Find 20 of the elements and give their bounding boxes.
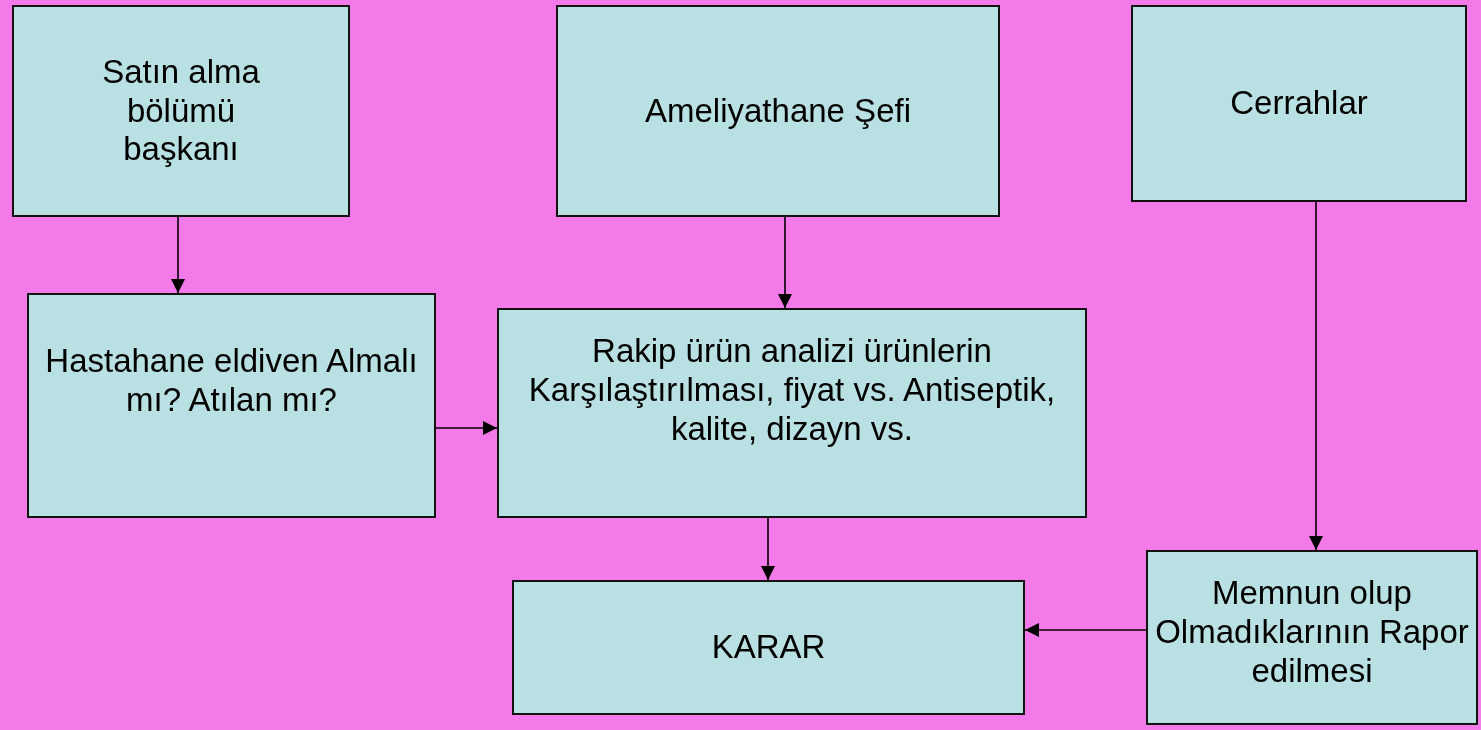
arrow [435,421,498,435]
process-box [12,5,350,217]
process-box [1146,550,1478,725]
box-label: Hastahane eldiven Almalı mı? Atılan mı? [44,341,419,420]
process-box [497,308,1087,518]
process-box [1131,5,1467,202]
arrow [171,216,185,294]
arrow [1309,201,1323,551]
arrow [761,517,775,581]
process-box [512,580,1025,715]
process-box [556,5,1000,217]
arrow [1024,623,1147,637]
box-label: Ameliyathane Şefi [645,91,911,131]
arrow [778,216,792,309]
box-label: Memnun olup Olmadıklarının Rapor edilmesi [1154,574,1470,691]
box-label: Rakip ürün analizi ürünlerin Karşılaştırılması, fiyat vs. Antiseptik, kalite, dizayn vs. [527,332,1057,449]
process-box [27,293,436,518]
box-label: KARAR [711,628,826,667]
box-label: Satın alma bölümü başkanı [101,52,261,170]
box-label: Cerrahlar [1230,84,1368,123]
